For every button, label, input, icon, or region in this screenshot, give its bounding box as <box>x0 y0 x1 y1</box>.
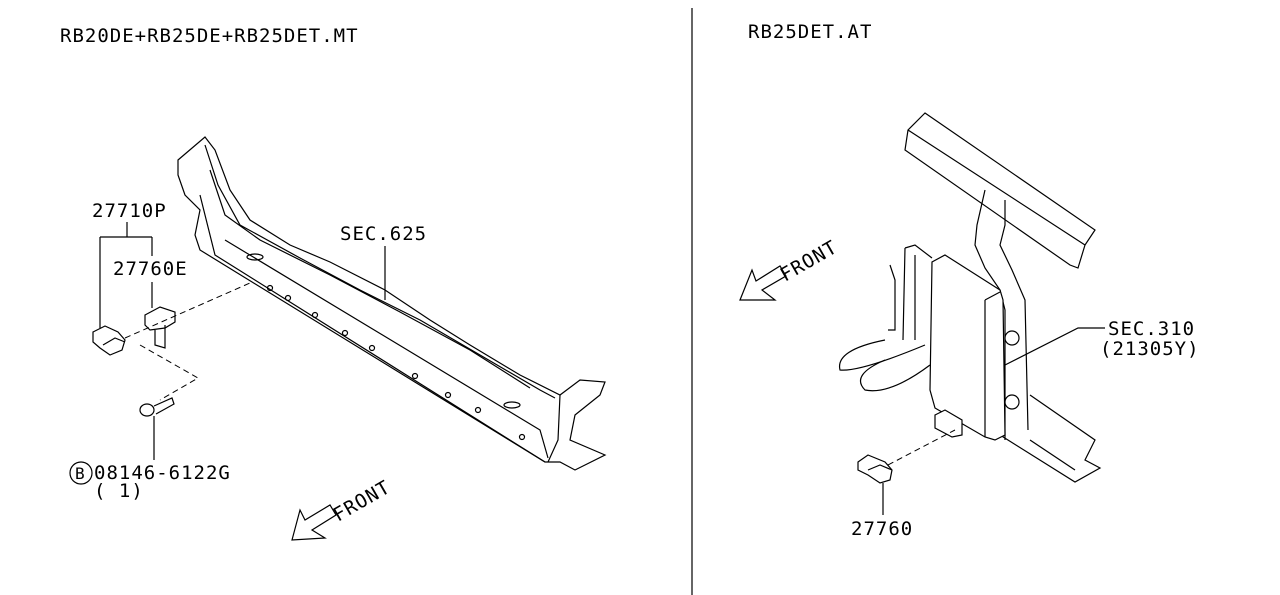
label-front-right: FRONT <box>777 236 842 286</box>
label-27760e: 27760E <box>113 258 188 280</box>
bolt <box>139 397 175 417</box>
label-front-left: FRONT <box>330 476 395 526</box>
leader-sec-310 <box>1004 327 1105 366</box>
bracket-27760e <box>144 306 176 349</box>
label-27710p: 27710P <box>92 200 167 222</box>
label-sec-625: SEC.625 <box>340 223 427 245</box>
oil-cooler-bolts <box>1004 330 1020 410</box>
assembly-line <box>124 282 251 339</box>
upper-cross-member <box>904 112 1096 269</box>
label-bolt-qty: ( 1) <box>94 480 144 502</box>
bolt-symbol-circle <box>69 461 93 485</box>
right-panel-title: RB25DET.AT <box>748 21 872 43</box>
front-arrow-icon-right: FRONT <box>739 236 842 301</box>
lower-cross-member <box>999 394 1102 483</box>
oil-cooler <box>838 244 1006 441</box>
label-27760: 27760 <box>851 518 913 540</box>
bolt-symbol: B <box>75 464 86 483</box>
label-sec-310-sub: (21305Y) <box>1100 338 1200 360</box>
leader-27710p <box>99 222 153 328</box>
bracket <box>934 409 963 438</box>
assembly-line-right <box>887 429 956 466</box>
sensor-27760 <box>857 454 893 484</box>
label-bolt-part: 08146-6122G <box>94 462 231 484</box>
assembly-line-bolt <box>139 344 200 401</box>
vertical-stay <box>974 189 1029 440</box>
sensor-27710p <box>92 325 126 356</box>
label-sec-310: SEC.310 <box>1108 318 1195 340</box>
radiator-core-support-member <box>177 136 607 471</box>
left-panel-title: RB20DE+RB25DE+RB25DET.MT <box>60 25 359 47</box>
front-arrow-icon-left: FRONT <box>291 476 395 541</box>
